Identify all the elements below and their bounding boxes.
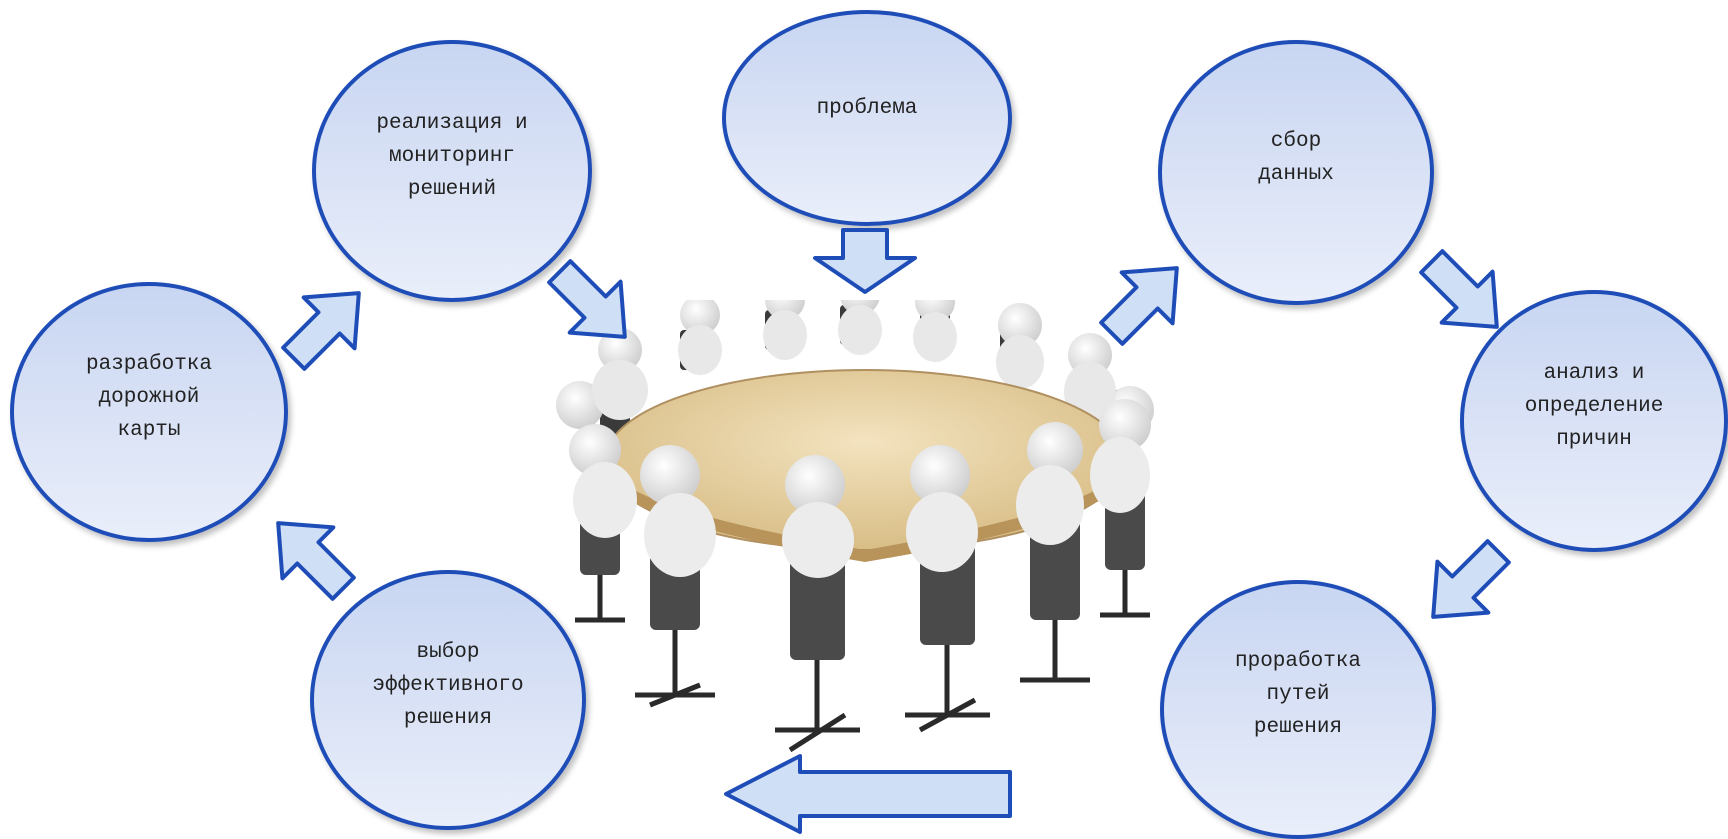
round-table-meeting-illustration xyxy=(540,275,1200,770)
arrow-down-left-icon xyxy=(1431,539,1511,619)
arrow-down-right-icon xyxy=(1419,249,1499,329)
node-solution-paths-label: проработка путей решения xyxy=(1234,650,1362,739)
arrow-down-icon xyxy=(813,228,917,294)
arrow-up-right-icon xyxy=(281,291,361,371)
node-data-collection-label: сбор данных xyxy=(1258,129,1334,186)
node-problem: проблема xyxy=(722,10,1012,226)
node-analysis-label: анализ и определение причин xyxy=(1524,361,1664,451)
node-solution-paths: проработка путей решения xyxy=(1160,580,1436,839)
arrow-up-left-icon xyxy=(276,521,356,601)
arrow-left-icon xyxy=(724,754,1012,834)
node-analysis: анализ и определение причин xyxy=(1460,290,1728,552)
node-roadmap: разработка дорожной карты xyxy=(10,282,288,542)
node-implementation: реализация и мониторинг решений xyxy=(312,40,592,302)
node-data-collection: сбор данных xyxy=(1158,40,1434,305)
node-solution-choice: выбор эффективного решения xyxy=(310,570,586,830)
arrow-down-right-icon xyxy=(547,259,627,339)
node-roadmap-label: разработка дорожной карты xyxy=(85,352,213,442)
node-implementation-label: реализация и мониторинг решений xyxy=(376,111,528,201)
node-solution-choice-label: выбор эффективного решения xyxy=(372,640,524,730)
arrow-up-right-icon xyxy=(1099,266,1179,346)
node-problem-label: проблема xyxy=(816,96,918,120)
